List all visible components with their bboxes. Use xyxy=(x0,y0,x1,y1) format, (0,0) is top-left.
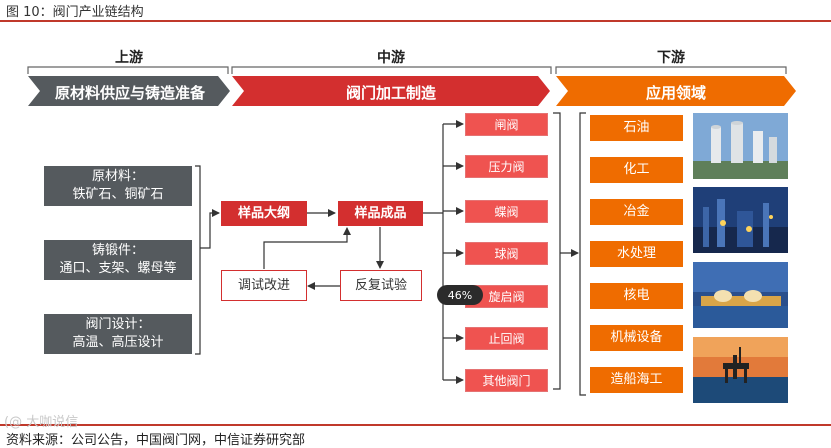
midstream-banner: 阀门加工制造 xyxy=(244,82,538,103)
source-note: 资料来源：公司公告，中国阀门网，中信证券研究部 xyxy=(6,429,305,448)
bottom-rule xyxy=(0,424,831,426)
valve-design-title: 阀门设计： xyxy=(85,316,150,334)
valve-type-pressure: 压力阀 xyxy=(465,155,548,178)
offshore-platform-image xyxy=(693,337,788,403)
forging-detail: 通口、支架、螺母等 xyxy=(59,260,176,278)
raw-material-title: 原材料： xyxy=(92,168,144,186)
forging-box: 铸锻件： 通口、支架、螺母等 xyxy=(44,240,192,280)
sample-outline-box: 样品大纲 xyxy=(221,201,307,226)
app-chemical: 化工 xyxy=(590,157,683,183)
valve-design-detail: 高温、高压设计 xyxy=(72,334,163,352)
valve-type-butterfly: 蝶阀 xyxy=(465,200,548,223)
app-machinery: 机械设备 xyxy=(590,325,683,351)
repeat-test-box: 反复试验 xyxy=(340,270,422,301)
app-nuclear: 核电 xyxy=(590,283,683,309)
valve-type-other: 其他阀门 xyxy=(465,369,548,392)
watermark-text: (@ 大咖说信 xyxy=(4,411,78,430)
raw-material-box: 原材料： 铁矿石、铜矿石 xyxy=(44,166,192,206)
app-petroleum: 石油 xyxy=(590,115,683,141)
app-metallurgy: 冶金 xyxy=(590,199,683,225)
downstream-banner: 应用领域 xyxy=(568,82,784,103)
raw-material-detail: 铁矿石、铜矿石 xyxy=(72,186,163,204)
valve-design-box: 阀门设计： 高温、高压设计 xyxy=(44,314,192,354)
adjust-improve-box: 调试改进 xyxy=(221,270,307,301)
app-water-treatment: 水处理 xyxy=(590,241,683,267)
valve-type-gate: 闸阀 xyxy=(465,113,548,136)
forging-title: 铸锻件： xyxy=(92,242,144,260)
app-shipbuilding: 造船海工 xyxy=(590,367,683,393)
zoom-badge[interactable]: 46% xyxy=(437,285,483,305)
chemical-plant-image xyxy=(693,187,788,253)
valve-type-check: 止回阀 xyxy=(465,327,548,350)
upstream-banner: 原材料供应与铸造准备 xyxy=(40,82,220,103)
oil-refinery-image xyxy=(693,113,788,179)
finished-sample-box: 样品成品 xyxy=(338,201,423,226)
valve-type-ball: 球阀 xyxy=(465,242,548,265)
nuclear-plant-image xyxy=(693,262,788,328)
